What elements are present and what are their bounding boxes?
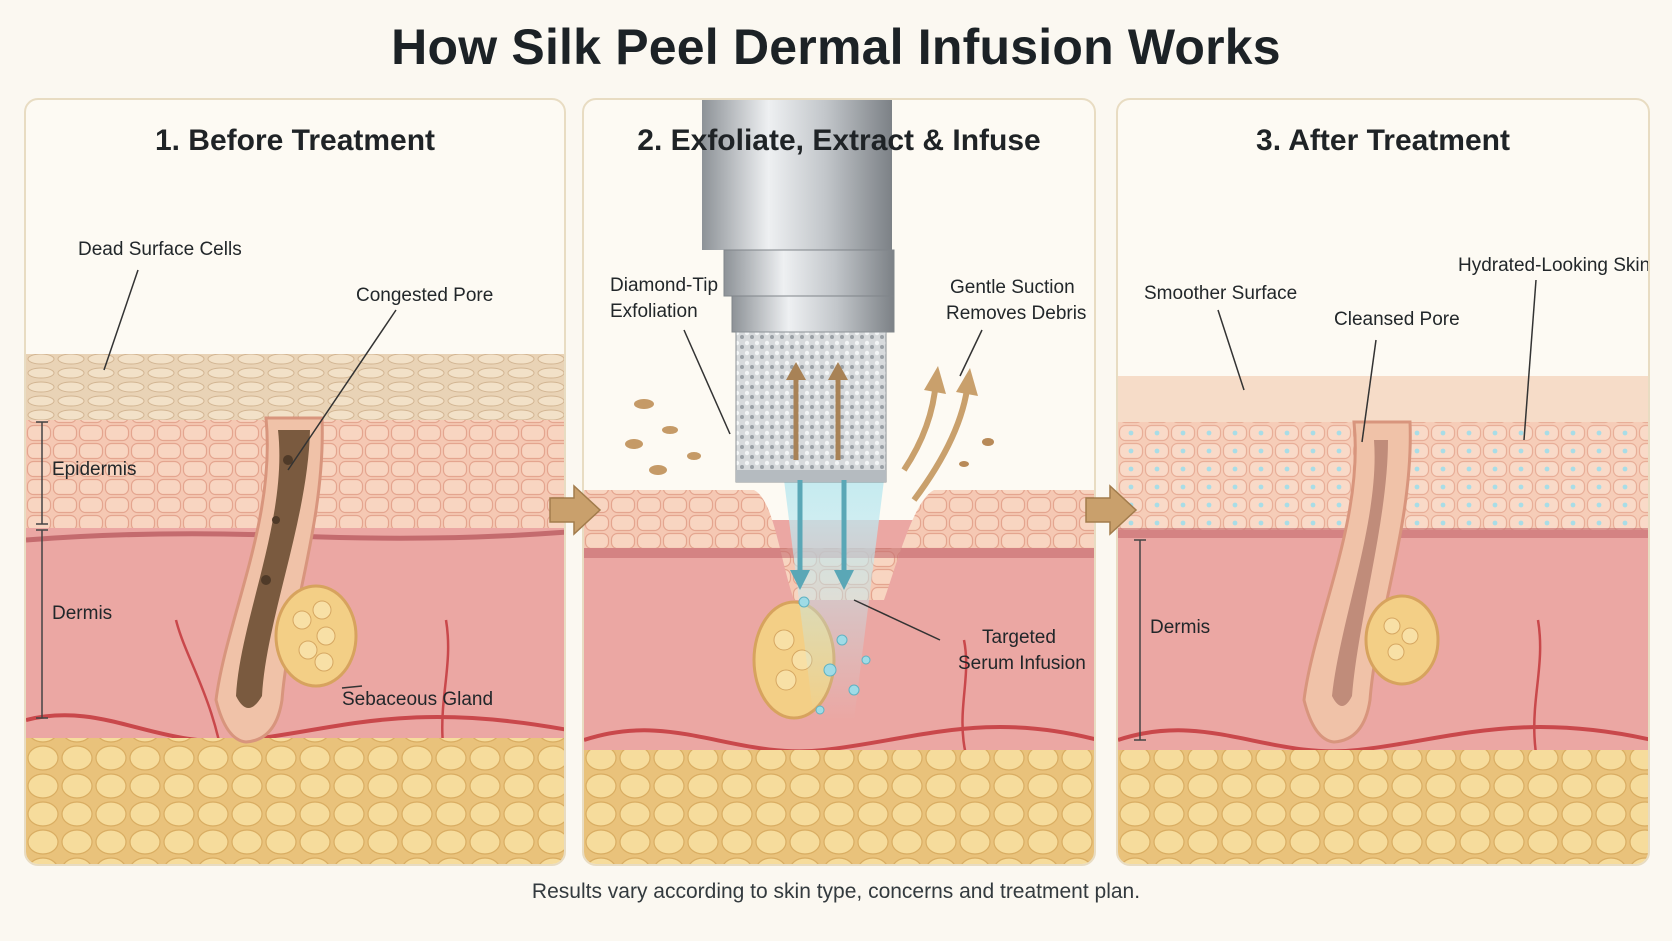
label-targeted-serum-line2: Serum Infusion	[958, 653, 1086, 674]
chevron-right-arrow-icon	[549, 484, 602, 536]
panel-heading-treatment: 2. Exfoliate, Extract & Infuse	[637, 124, 1041, 157]
label-epidermis: Epidermis	[52, 459, 137, 480]
label-dermis: Dermis	[1150, 617, 1211, 638]
label-sebaceous-gland: Sebaceous Gland	[342, 689, 494, 710]
label-targeted-serum-line1: Targeted	[982, 627, 1056, 648]
label-cleansed-pore: Cleansed Pore	[1334, 309, 1460, 330]
treatment-illustration	[584, 100, 1094, 864]
label-gentle-suction-line1: Gentle Suction	[950, 277, 1075, 298]
before-skin-illustration	[26, 269, 564, 864]
panel-exfoliate-extract-infuse: 2. Exfoliate, Extract & Infuse Diamond-T…	[582, 98, 1096, 866]
panel-heading-after: 3. After Treatment	[1256, 124, 1510, 157]
label-gentle-suction-line2: Removes Debris	[946, 303, 1087, 324]
panel-before-treatment: 1. Before Treatment Dead Surface Cells C…	[24, 98, 566, 866]
label-dead-surface-cells: Dead Surface Cells	[78, 239, 242, 260]
label-diamond-tip-line2: Exfoliation	[610, 301, 698, 322]
panel-after-treatment: 3. After Treatment Smoother Surface Clea…	[1116, 98, 1650, 866]
label-congested-pore: Congested Pore	[356, 285, 494, 306]
page-title: How Silk Peel Dermal Infusion Works	[391, 19, 1281, 75]
after-skin-illustration	[1118, 279, 1648, 864]
footnote: Results vary according to skin type, con…	[531, 880, 1141, 903]
label-diamond-tip-line1: Diamond-Tip	[610, 275, 719, 296]
label-dermis: Dermis	[52, 603, 113, 624]
chevron-right-arrow-icon	[1085, 484, 1138, 536]
label-hydrated-looking-skin: Hydrated-Looking Skin	[1458, 255, 1650, 276]
label-smoother-surface: Smoother Surface	[1144, 283, 1298, 304]
panel-heading-before: 1. Before Treatment	[154, 124, 436, 157]
